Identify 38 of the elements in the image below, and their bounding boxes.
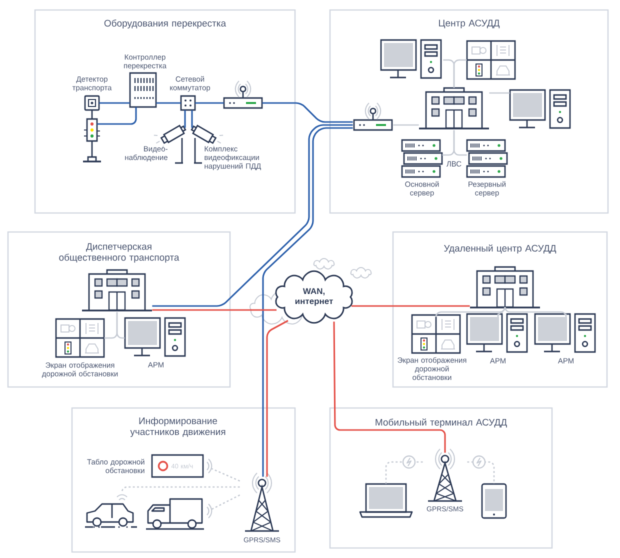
building-icon (419, 87, 489, 130)
connector-line (351, 305, 470, 307)
router-icon (353, 102, 393, 131)
connector-line (116, 312, 125, 339)
connector-line (99, 102, 130, 104)
connector-line (97, 107, 137, 125)
connector-line (453, 59, 467, 88)
car-icon (84, 494, 138, 528)
connector-line (156, 102, 181, 104)
connector-line (152, 309, 277, 311)
connector-line (210, 467, 240, 482)
connector-line (333, 322, 446, 453)
building-icon (82, 269, 152, 312)
building-icon (470, 266, 540, 308)
connector-line (191, 110, 193, 128)
connector-line (262, 127, 353, 477)
connector-line (262, 102, 353, 123)
connector-line (195, 102, 224, 104)
display-screen-icon (466, 40, 516, 80)
connector-line (121, 486, 240, 493)
computer-icon (509, 89, 571, 129)
connector-line (497, 306, 506, 318)
connector-line (453, 130, 467, 156)
connector-line (184, 110, 186, 128)
connector-line (489, 92, 510, 94)
laptop-icon (359, 483, 413, 518)
connector-line (152, 124, 353, 307)
connector-line (210, 494, 240, 511)
router-icon (223, 80, 263, 109)
computer-icon (380, 39, 442, 79)
truck-icon (146, 498, 212, 530)
traffic-light-icon (83, 109, 101, 162)
tablet-icon (481, 483, 507, 519)
connector-line (385, 461, 423, 484)
connector-line (393, 124, 419, 126)
connector-line (467, 461, 495, 484)
connector-line (266, 320, 288, 477)
connector-line (504, 306, 567, 318)
